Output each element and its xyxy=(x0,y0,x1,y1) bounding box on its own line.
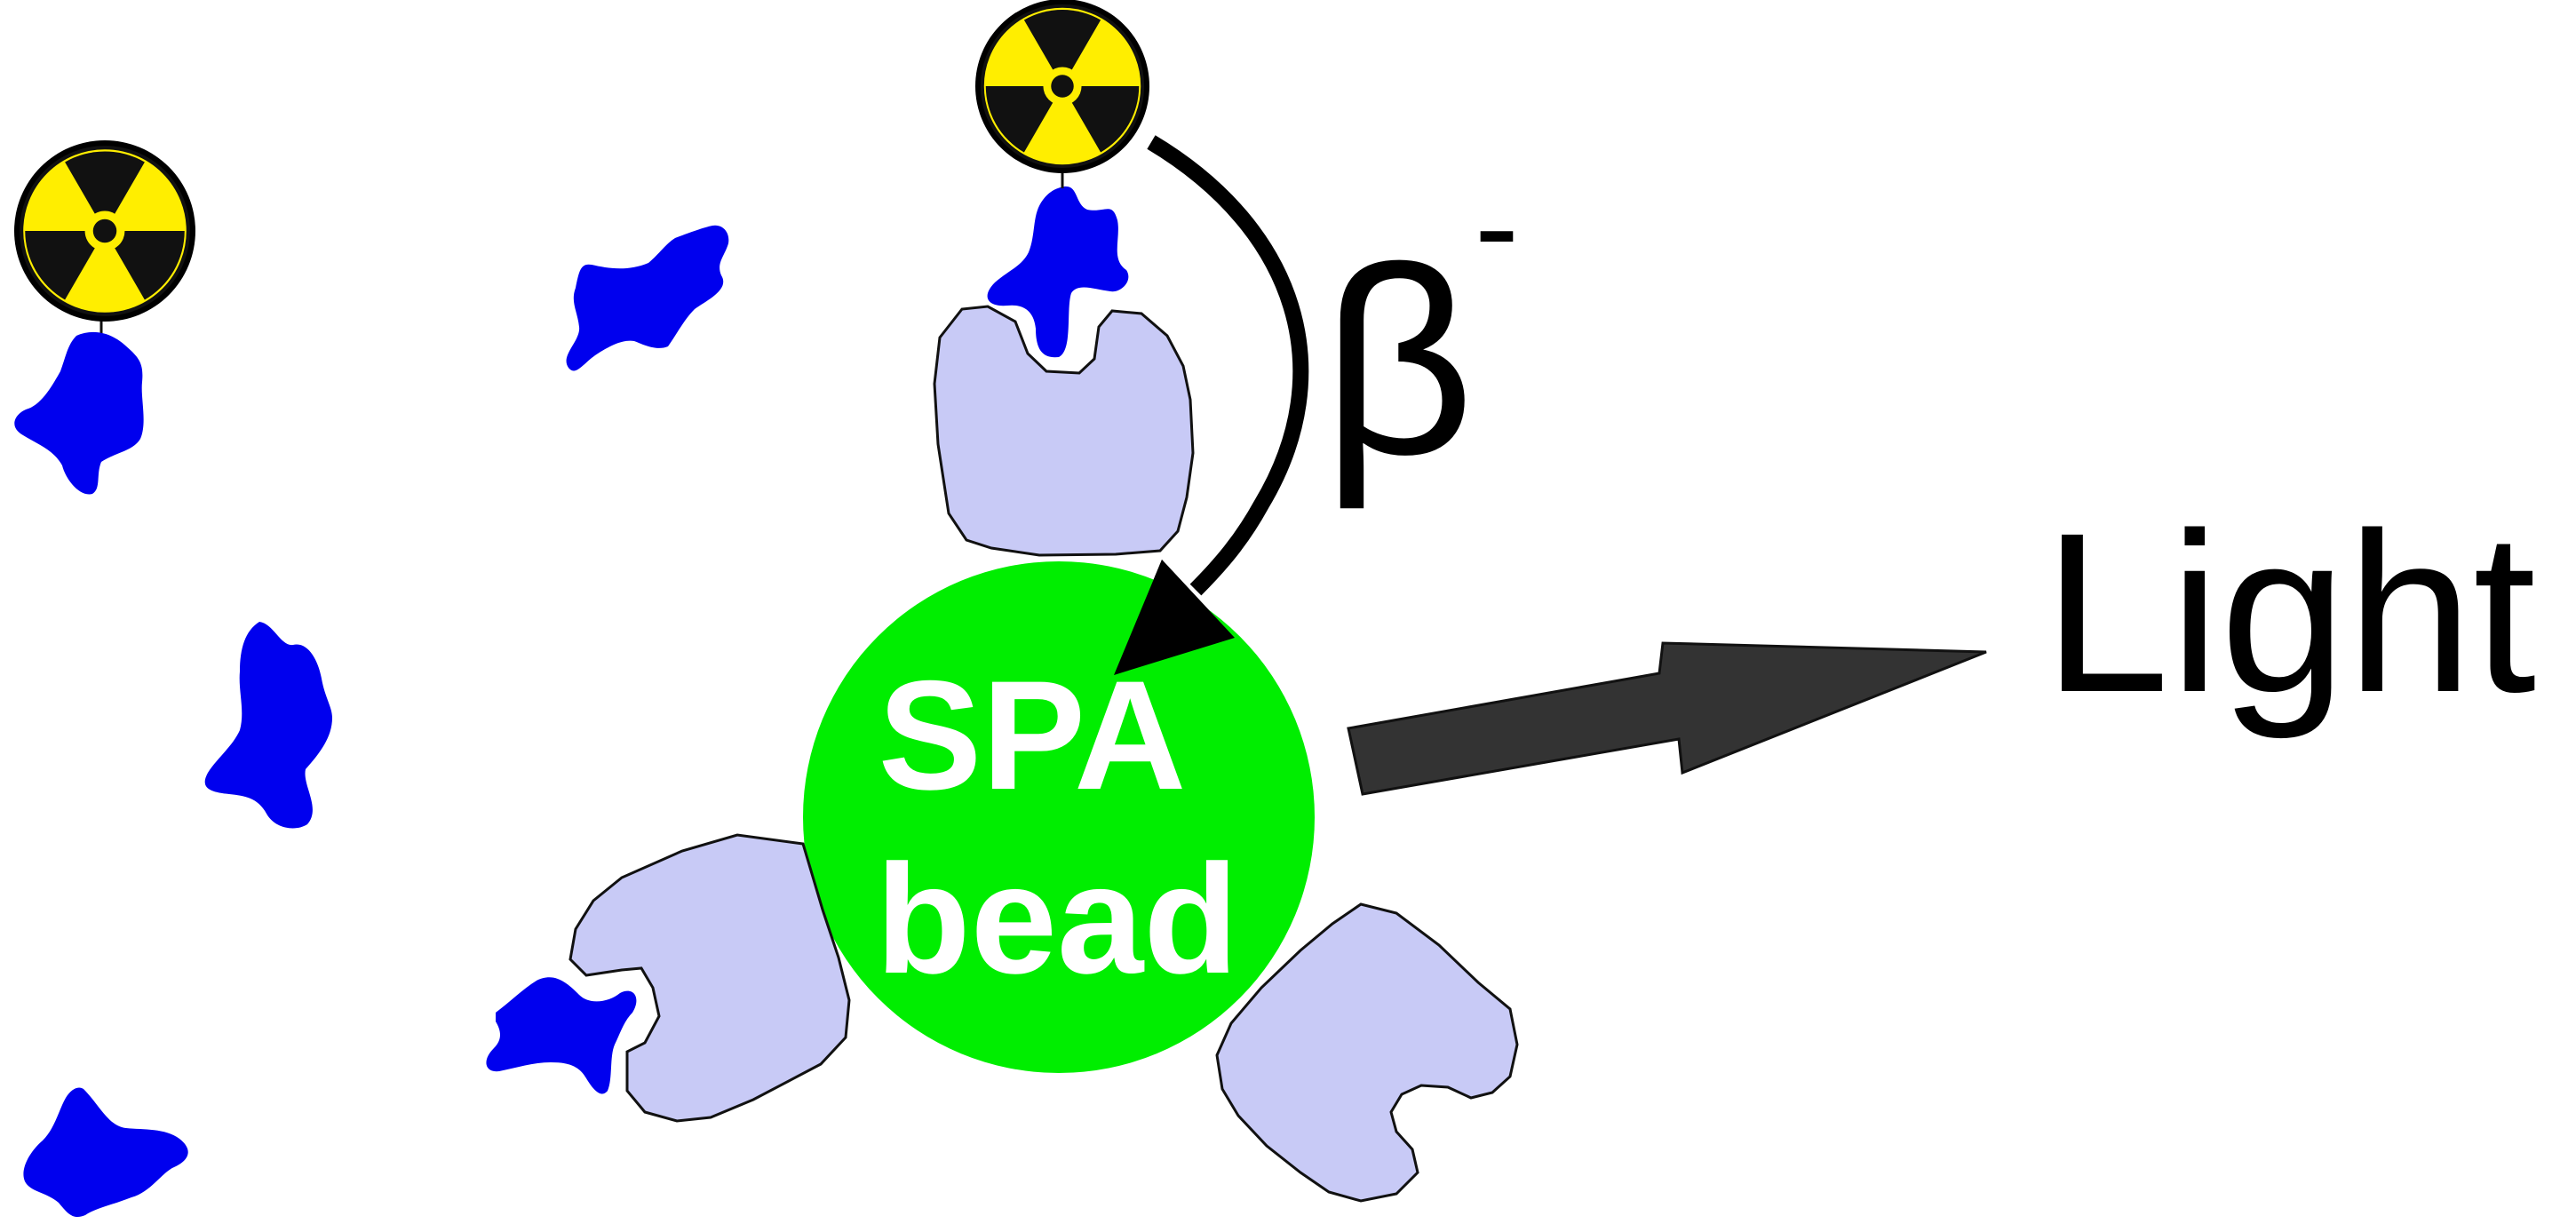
ligand-top-bound xyxy=(987,186,1129,358)
light-arrow xyxy=(1347,641,1987,796)
radioactive-label-top xyxy=(974,0,1151,175)
bead-label-line2: bead xyxy=(876,833,1238,1006)
spa-bead xyxy=(803,561,1315,1073)
beta-superscript: - xyxy=(1475,151,1519,300)
ligand-free-2 xyxy=(204,622,332,829)
beta-arrow-curve xyxy=(1147,135,1309,596)
beta-label: β xyxy=(1322,211,1475,512)
ligand-left-labelled xyxy=(14,331,144,495)
ligand-free-1 xyxy=(566,225,729,371)
receptor-bottom-right xyxy=(1215,902,1519,1203)
radioactive-label-left xyxy=(14,140,195,322)
bead-label-line1: SPA xyxy=(879,649,1187,823)
ligand-free-3 xyxy=(23,1087,188,1218)
light-label: Light xyxy=(2043,486,2536,740)
receptor-top xyxy=(933,305,1195,557)
beta-arrow-head-overlay xyxy=(1114,560,1235,675)
ligand-bottom-left-bound xyxy=(486,977,637,1094)
receptor-bottom-left xyxy=(568,833,851,1123)
